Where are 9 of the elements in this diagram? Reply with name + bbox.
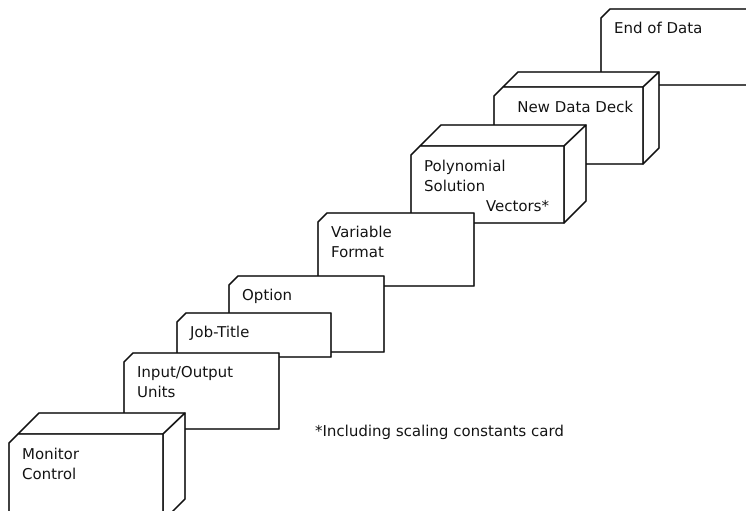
card-label: End of Data xyxy=(614,18,704,38)
footnote: *Including scaling constants card xyxy=(315,422,564,440)
card-label: Monitor Control xyxy=(22,444,80,484)
card-label: Option xyxy=(242,285,294,305)
card-label: Variable Format xyxy=(331,222,393,262)
card-label: Polynomial Solution Vectors* xyxy=(424,156,549,216)
card-label: Job-Title xyxy=(190,322,250,342)
card-label: Input/Output Units xyxy=(137,362,234,402)
card-label: New Data Deck xyxy=(516,97,633,117)
